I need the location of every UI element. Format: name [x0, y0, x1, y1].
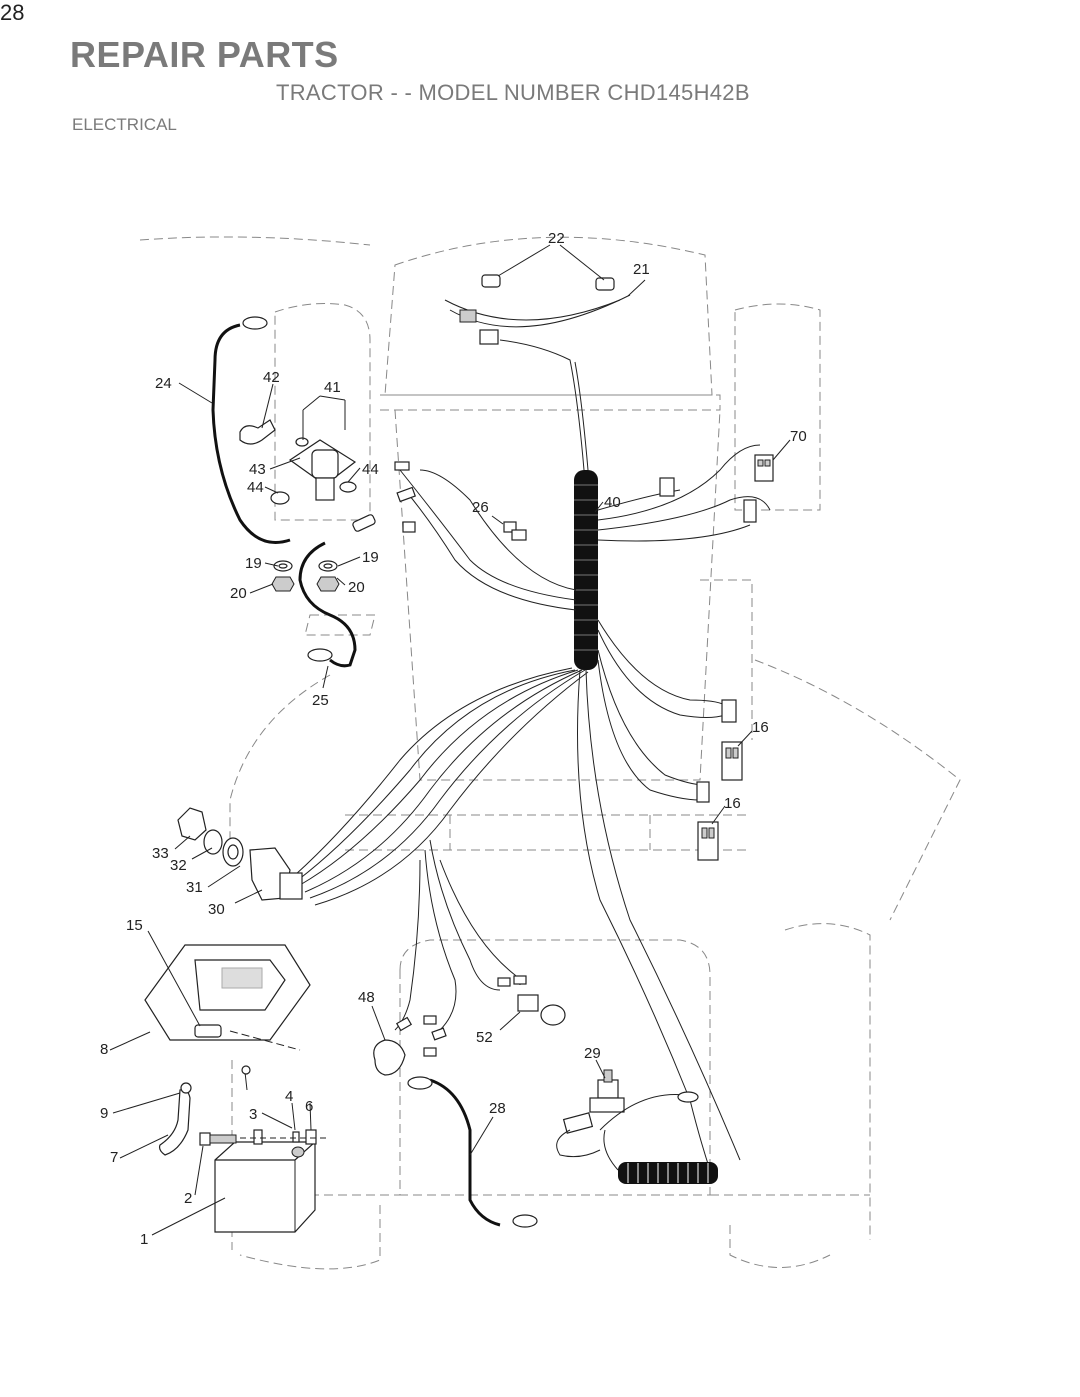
callout-52: 52: [476, 1029, 493, 1046]
battery-bolt: [209, 1134, 237, 1144]
headlight-bulb-right: [595, 277, 615, 291]
model-subtitle: TRACTOR - - MODEL NUMBER CHD145H42B: [276, 80, 750, 105]
callout-6: 6: [305, 1098, 313, 1115]
connectors-70: [659, 454, 774, 523]
connector-52: [517, 994, 566, 1026]
seat-switch-15: [194, 1024, 222, 1038]
callout-40: 40: [604, 494, 621, 511]
terminals: [352, 461, 527, 541]
callout-41: 41: [324, 379, 341, 396]
headlight-socket: [479, 329, 499, 345]
battery-cable-28: [429, 1078, 501, 1227]
callout-20: 20: [348, 579, 365, 596]
callout-29: 29: [584, 1045, 601, 1062]
callout-numbers: 22 21 42 41 24 70 43 44 44 40 26 19 19 2…: [100, 230, 807, 1248]
ground-cable-25: [298, 541, 357, 668]
battery-assembly: [158, 1065, 330, 1233]
ignition-key: [177, 807, 207, 841]
callout-48: 48: [358, 989, 375, 1006]
callout-32: 32: [170, 857, 187, 874]
page-title: REPAIR PARTS: [70, 34, 339, 75]
callout-16: 16: [724, 795, 741, 812]
callout-70: 70: [790, 428, 807, 445]
callout-8: 8: [100, 1041, 108, 1058]
callout-33: 33: [152, 845, 169, 862]
starter-assembly-29: [556, 1069, 718, 1184]
callout-43: 43: [249, 461, 266, 478]
tractor-outline: [139, 236, 961, 1270]
section-label: ELECTRICAL: [72, 115, 177, 134]
connector-26: [503, 521, 517, 533]
callout-9: 9: [100, 1105, 108, 1122]
callout-19: 19: [362, 549, 379, 566]
vent-tube-7: [158, 1089, 191, 1156]
battery-terminal: [291, 1146, 305, 1158]
connectors-48: [373, 975, 527, 1076]
battery-cable-24: [211, 323, 291, 544]
callout-25: 25: [312, 692, 329, 709]
callout-28: 28: [489, 1100, 506, 1117]
callout-44: 44: [362, 461, 379, 478]
callout-24: 24: [155, 375, 172, 392]
callout-1: 1: [140, 1231, 148, 1248]
callout-3: 3: [249, 1106, 257, 1123]
callout-22: 22: [548, 230, 565, 247]
callout-21: 21: [633, 261, 650, 278]
callout-4: 4: [285, 1088, 293, 1105]
wiring-harness: [294, 294, 771, 1171]
callout-26: 26: [472, 499, 489, 516]
headlight-plug: [459, 309, 477, 323]
callout-7: 7: [110, 1149, 118, 1166]
headlight-bulb-left: [481, 274, 501, 288]
callout-42: 42: [263, 369, 280, 386]
headlight-assembly: [459, 274, 615, 345]
callout-30: 30: [208, 901, 225, 918]
page-number: 28: [0, 0, 25, 25]
callout-leaders: [109, 244, 791, 1236]
callout-19: 19: [245, 555, 262, 572]
callout-15: 15: [126, 917, 143, 934]
seat-plate: [144, 944, 311, 1051]
callout-20: 20: [230, 585, 247, 602]
callout-44: 44: [247, 479, 264, 496]
connectors-16: [696, 699, 743, 861]
hardware-19-20: [271, 560, 340, 592]
callout-16: 16: [752, 719, 769, 736]
ignition-switch: [177, 807, 303, 901]
boot-42: [239, 419, 276, 445]
callout-2: 2: [184, 1190, 192, 1207]
callout-31: 31: [186, 879, 203, 896]
starter-solenoid: [239, 400, 357, 505]
